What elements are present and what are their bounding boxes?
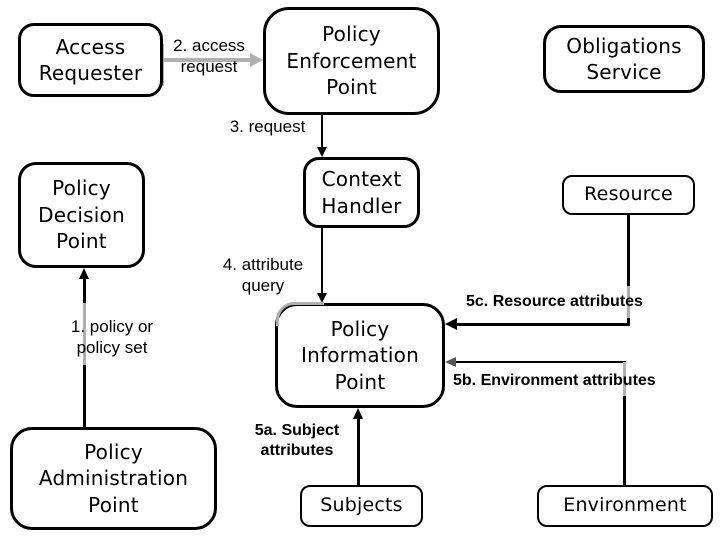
edge-environment-attrs-arrowhead (445, 357, 456, 367)
edge-request-line (320, 115, 323, 148)
node-obligations-service: Obligations Service (543, 25, 705, 93)
connector-fragment-gray-corner (276, 302, 324, 326)
connector-fragment-gray (627, 286, 630, 318)
node-obligations-service-label: Obligations Service (566, 33, 682, 84)
edge-request-arrowhead (316, 147, 327, 157)
edge-policy-arrowhead (79, 268, 89, 279)
node-policy-administration-point-label: Policy Administration Point (38, 439, 189, 517)
edge-label-resource-attributes: 5c. Resource attributes (466, 293, 643, 310)
edge-resource-attrs-arrowhead (445, 318, 457, 330)
edge-label-request: 3. request (229, 117, 306, 136)
edge-access-request-arrowhead (250, 53, 263, 67)
edge-attribute-query-line (320, 228, 323, 293)
node-resource: Resource (562, 175, 695, 215)
node-context-handler-label: Context Handler (321, 167, 402, 218)
node-context-handler: Context Handler (303, 157, 420, 228)
node-environment-label: Environment (563, 494, 687, 517)
edge-environment-attrs-hline (456, 361, 625, 363)
node-policy-administration-point: Policy Administration Point (10, 427, 217, 530)
node-policy-enforcement-point: Policy Enforcement Point (263, 7, 440, 115)
edge-subject-attrs-line (357, 419, 360, 485)
edge-subject-attrs-arrowhead (353, 408, 363, 419)
node-policy-enforcement-point-label: Policy Enforcement Point (286, 22, 417, 100)
connector-fragment-gray (623, 362, 626, 396)
edge-access-request-line (163, 58, 251, 62)
node-subjects: Subjects (300, 485, 423, 527)
edge-label-subject-attributes: 5a. Subject attributes (254, 422, 340, 459)
edge-attribute-query-arrowhead (316, 293, 327, 303)
node-policy-decision-point: Policy Decision Point (18, 162, 145, 268)
edge-label-access-request: 2. access request (173, 36, 245, 76)
edge-environment-attrs-vline (623, 361, 626, 485)
connector-fragment-gray (83, 303, 86, 365)
node-policy-information-point: Policy Information Point (275, 303, 445, 408)
node-resource-label: Resource (584, 183, 673, 206)
node-policy-information-point-label: Policy Information Point (301, 316, 419, 394)
node-access-requester-label: Access Requester (38, 34, 143, 85)
node-access-requester: Access Requester (18, 23, 163, 97)
edge-label-policy-or-policy-set: 1. policy or policy set (70, 317, 154, 357)
node-policy-decision-point-label: Policy Decision Point (38, 176, 125, 254)
edge-resource-attrs-hline (457, 322, 630, 326)
edge-label-environment-attributes: 5b. Environment attributes (453, 372, 656, 389)
edge-resource-attrs-vline (627, 215, 630, 326)
node-subjects-label: Subjects (320, 494, 403, 517)
node-environment: Environment (537, 485, 713, 527)
edge-label-attribute-query: 4. attribute query (222, 255, 304, 295)
